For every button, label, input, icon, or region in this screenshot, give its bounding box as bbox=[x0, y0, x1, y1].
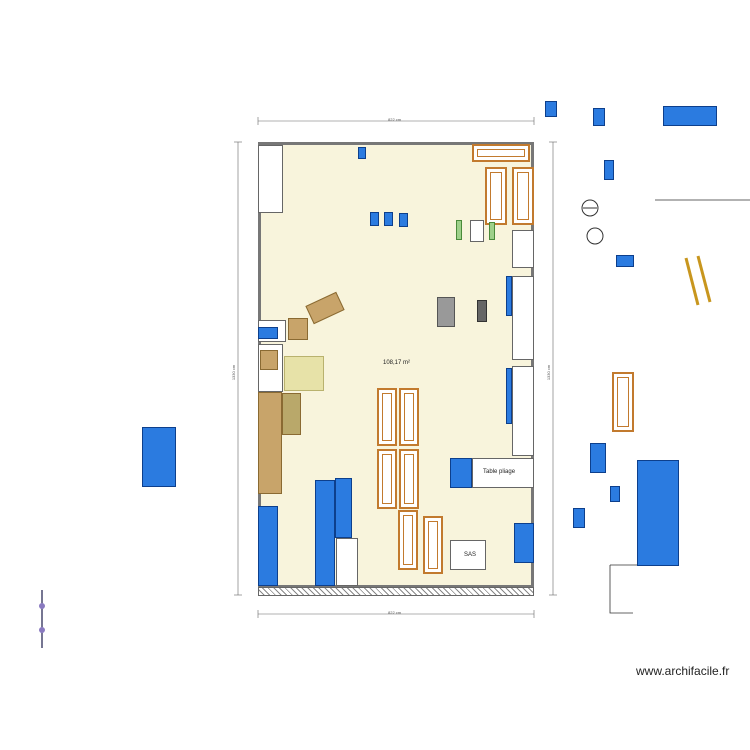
wood-shelf bbox=[423, 516, 443, 574]
blue-shelf bbox=[506, 368, 512, 424]
wood-shelf bbox=[612, 372, 634, 432]
workbench bbox=[437, 297, 455, 327]
wood-shelf bbox=[485, 167, 507, 225]
wood-shelf bbox=[399, 388, 419, 446]
chair-icon bbox=[399, 213, 408, 227]
blue-desk bbox=[258, 327, 278, 339]
chair-icon bbox=[370, 212, 379, 226]
small-cabinet bbox=[470, 220, 484, 242]
blue-chair-stack bbox=[142, 427, 176, 487]
blue-chair-stack bbox=[315, 480, 335, 586]
rug-area bbox=[284, 356, 324, 391]
chair-icon bbox=[604, 160, 614, 180]
tool-cabinet bbox=[477, 300, 487, 322]
dimension-top bbox=[257, 117, 535, 125]
blue-shelf bbox=[506, 276, 512, 316]
blue-bench bbox=[663, 106, 717, 126]
chair-icon bbox=[593, 108, 605, 126]
chair-icon bbox=[573, 508, 585, 528]
dimension-right bbox=[549, 141, 557, 596]
wood-shelf bbox=[377, 388, 397, 446]
bench-icon bbox=[684, 255, 712, 306]
bike-marks bbox=[39, 603, 45, 633]
wall-cabinet bbox=[512, 366, 534, 456]
wood-shelf bbox=[472, 144, 530, 162]
dimension-bottom-label: 822 cm bbox=[388, 610, 402, 615]
chair-icon bbox=[358, 147, 366, 159]
plant-icon bbox=[456, 220, 462, 240]
folding-table bbox=[472, 458, 534, 488]
plant-icon bbox=[489, 222, 495, 240]
dimension-left-label: 1330 cm bbox=[231, 364, 237, 381]
blue-chair-stack bbox=[258, 506, 278, 586]
hatched-wall bbox=[258, 587, 534, 596]
blue-chair-stack bbox=[637, 460, 679, 566]
storage-cabinet bbox=[258, 145, 283, 213]
dimension-top-label: 822 cm bbox=[388, 117, 402, 122]
sas-label: SAS bbox=[464, 552, 477, 558]
sas-box bbox=[450, 540, 486, 570]
wall-cabinet bbox=[512, 276, 534, 360]
dimension-bottom bbox=[257, 610, 535, 618]
wood-shelf bbox=[399, 449, 419, 509]
box-icon bbox=[260, 350, 278, 370]
outdoor-outline bbox=[609, 199, 750, 614]
chair-icon bbox=[545, 101, 557, 117]
brown-shelf bbox=[282, 393, 301, 435]
area-label: 108,17 m² bbox=[383, 360, 411, 366]
wood-shelf bbox=[377, 449, 397, 509]
sink-unit bbox=[336, 538, 358, 586]
blue-chair-stack bbox=[335, 478, 352, 538]
dimension-left bbox=[234, 141, 242, 596]
wood-shelf bbox=[512, 167, 534, 225]
wall-cabinet bbox=[512, 230, 534, 268]
blue-chair-stack bbox=[514, 523, 534, 563]
dimension-right-label: 1330 cm bbox=[546, 364, 552, 381]
blue-chair-group bbox=[450, 458, 472, 488]
chair-icon bbox=[616, 255, 634, 267]
folding-table-label: Table pliage bbox=[483, 469, 516, 475]
chair-icon bbox=[384, 212, 393, 226]
wood-shelf bbox=[398, 510, 418, 570]
brown-shelf bbox=[258, 392, 282, 494]
watermark: www.archifacile.fr bbox=[636, 664, 730, 678]
box-icon bbox=[288, 318, 308, 340]
chair-icon bbox=[581, 199, 604, 245]
chair-icon bbox=[610, 486, 620, 502]
chair-icon bbox=[590, 443, 606, 473]
